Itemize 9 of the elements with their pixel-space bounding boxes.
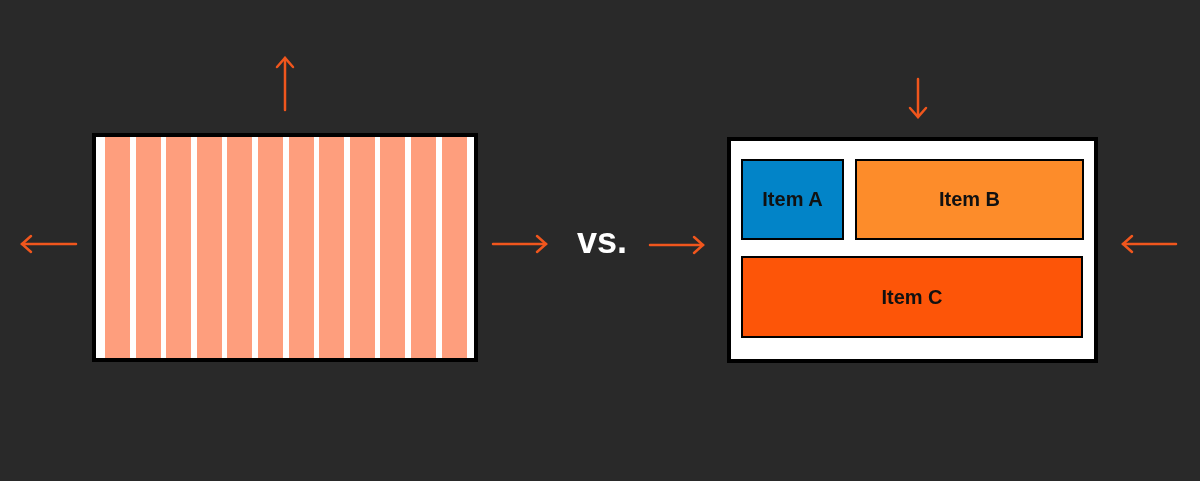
item-box — [741, 256, 1083, 338]
item-label: Item C — [881, 285, 943, 309]
versus-label: vs. — [577, 220, 628, 262]
container-box — [727, 137, 1098, 363]
item-label: Item A — [762, 188, 823, 211]
item-label: Item B — [938, 188, 1001, 211]
item-box — [855, 159, 1084, 240]
item-box — [741, 159, 844, 240]
striped-container — [92, 133, 478, 362]
